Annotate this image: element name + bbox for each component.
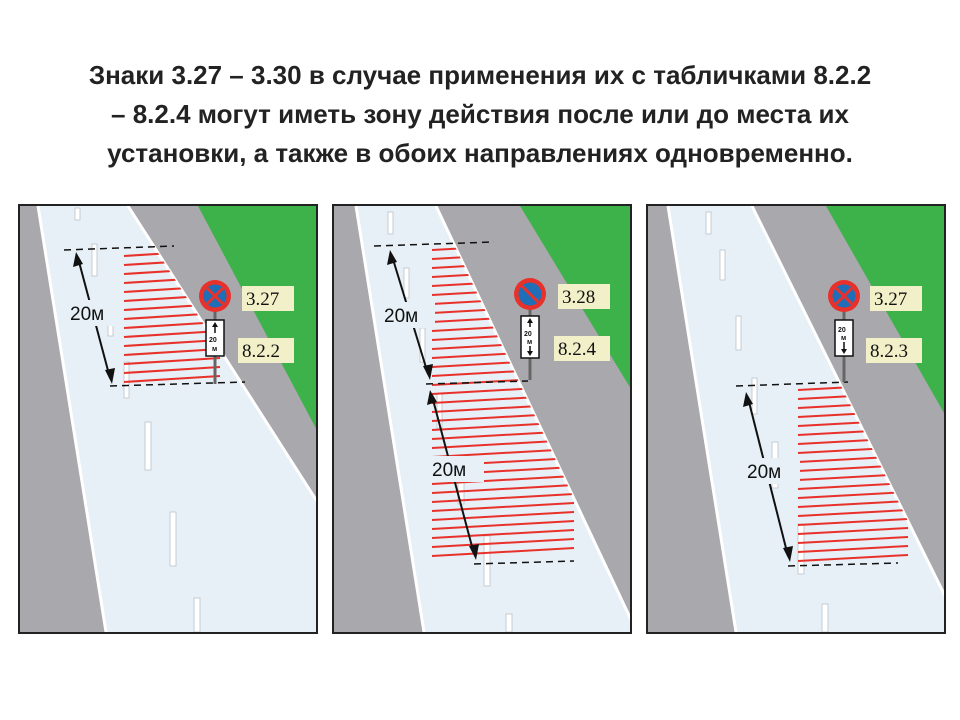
plate-text-unit: м — [527, 339, 532, 346]
plate-code: 8.2.4 — [558, 339, 597, 360]
road-edge-right — [750, 206, 944, 598]
road — [668, 206, 944, 632]
zone-end-line — [787, 562, 899, 567]
plate-text-unit: м — [212, 346, 217, 353]
distance-label-before: 20м — [384, 306, 418, 327]
distance-label: 20м — [747, 462, 781, 483]
arrow-head-up — [427, 390, 437, 405]
no-parking-sign-icon — [514, 278, 546, 310]
distance-label-after: 20м — [432, 460, 466, 481]
arrow-head-down — [783, 546, 793, 562]
road-edge-left — [354, 206, 426, 632]
zone-start-line — [63, 245, 175, 251]
no-stopping-sign-icon — [828, 280, 860, 312]
panel-2-illustration: 20м 20м 20 м 3.28 8.2.4 — [334, 206, 630, 632]
plate-code: 8.2.2 — [242, 341, 280, 362]
zone-end-line — [473, 560, 575, 565]
arrow-head-down — [469, 544, 479, 560]
zone-start-line — [735, 381, 849, 387]
panel-zone-after: 20м 20 м 3.27 8.2.2 — [18, 204, 318, 634]
sign-line — [425, 380, 529, 385]
distance-plate-icon: 20 м — [520, 315, 540, 359]
arrow-head-up — [743, 392, 753, 407]
arrow-head-down — [105, 368, 115, 384]
panel-3-illustration: 20м 20 м 3.27 8.2.3 — [648, 206, 944, 632]
distance-plate-icon: 20 м — [834, 319, 854, 357]
plate-code: 8.2.3 — [870, 341, 908, 362]
distance-label: 20м — [70, 304, 104, 325]
arrow-head-down — [423, 364, 433, 380]
arrow-head-up — [387, 250, 397, 265]
arrow-head-up — [73, 252, 83, 267]
heading-line-1: Знаки 3.27 – 3.30 в случае применения их… — [88, 60, 872, 90]
zone-end-line — [109, 381, 246, 387]
plate-text-number: 20 — [524, 331, 532, 338]
zone-start-line — [373, 241, 495, 247]
panel-zone-both: 20м 20м 20 м 3.28 8.2.4 — [332, 204, 632, 634]
sign-code: 3.27 — [874, 289, 907, 310]
plate-text-number: 20 — [838, 327, 846, 334]
plate-text-unit: м — [841, 335, 846, 342]
road-edge-left — [666, 206, 738, 632]
sign-code: 3.28 — [562, 287, 595, 308]
panel-1-illustration: 20м 20 м 3.27 8.2.2 — [20, 206, 316, 632]
plate-text-number: 20 — [209, 337, 217, 344]
heading: Знаки 3.27 – 3.30 в случае применения их… — [20, 56, 940, 173]
heading-line-3: установки, а также в обоих направлениях … — [107, 138, 853, 168]
sign-code: 3.27 — [246, 289, 279, 310]
heading-line-2: – 8.2.4 могут иметь зону действия после … — [111, 99, 849, 129]
road-edge-left — [36, 206, 108, 632]
panel-zone-before: 20м 20 м 3.27 8.2.3 — [646, 204, 946, 634]
no-stopping-sign-icon — [199, 280, 231, 312]
distance-plate-icon: 20 м — [205, 319, 225, 357]
